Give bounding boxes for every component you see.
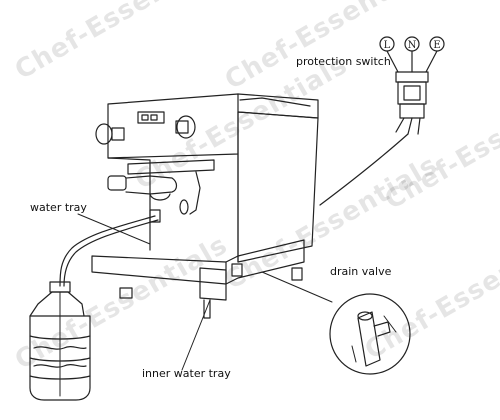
switch-top xyxy=(395,71,429,83)
drain-valve-label: drain valve xyxy=(330,265,392,278)
espresso-machine xyxy=(91,93,319,319)
water-bottle xyxy=(29,281,91,401)
display-digit xyxy=(150,114,158,121)
water-knob xyxy=(176,115,196,139)
group-head-plate xyxy=(127,159,215,175)
water-knob-shaft xyxy=(175,120,189,134)
steam-wand xyxy=(189,171,201,215)
switch-lower-wires xyxy=(395,117,421,135)
terminal-l-label: L xyxy=(384,40,391,51)
bottle-neck-right xyxy=(51,291,85,317)
machine-front-left-edge xyxy=(107,157,151,251)
power-cable xyxy=(319,133,409,206)
water-wave xyxy=(33,363,87,368)
drain-outlet xyxy=(203,299,211,319)
drain-valve-lever xyxy=(373,321,391,337)
switch-body xyxy=(397,81,427,105)
machine-side xyxy=(237,111,319,263)
steam-knob xyxy=(95,123,113,145)
machine-top-edge xyxy=(239,97,311,107)
display-panel xyxy=(137,111,165,124)
inner-water-tray xyxy=(199,267,227,301)
bottle-body xyxy=(29,315,91,401)
steam-knob-shaft xyxy=(111,127,125,141)
protection-switch-label: protection switch xyxy=(296,55,391,68)
terminal-n-label: N xyxy=(408,40,417,51)
terminal-e-label: E xyxy=(433,40,440,51)
machine-foot xyxy=(291,267,303,281)
bottle-neck-left xyxy=(29,291,53,317)
machine-base xyxy=(91,239,305,285)
water-hose xyxy=(59,215,156,287)
portafilter-handle xyxy=(107,175,127,191)
portafilter-basket xyxy=(125,175,178,195)
machine-foot xyxy=(231,263,243,277)
terminal-wires xyxy=(386,50,438,73)
inlet-fitting xyxy=(149,209,161,223)
water-tray-leader xyxy=(77,213,151,245)
drain-valve-top xyxy=(357,311,373,321)
portafilter-spout xyxy=(149,193,171,201)
switch-base xyxy=(399,103,425,119)
inner-tray-leader xyxy=(181,299,211,371)
display-digit xyxy=(141,114,149,121)
water-hose-inner xyxy=(63,219,159,287)
drain-valve-body xyxy=(357,311,381,367)
pressure-gauge xyxy=(179,199,189,215)
drain-detail-circle xyxy=(329,293,411,375)
protection-switch: L N E xyxy=(319,36,445,206)
drain-leader xyxy=(261,271,333,303)
water-tray-label: water tray xyxy=(30,201,87,214)
switch-window xyxy=(403,85,421,101)
machine-foot xyxy=(119,287,133,299)
drain-valve-detail-lines xyxy=(351,315,397,363)
water-wave xyxy=(33,345,87,350)
drain-valve-detail xyxy=(261,271,411,375)
machine-front-top xyxy=(107,93,239,159)
inner-water-tray-label: inner water tray xyxy=(142,367,231,380)
